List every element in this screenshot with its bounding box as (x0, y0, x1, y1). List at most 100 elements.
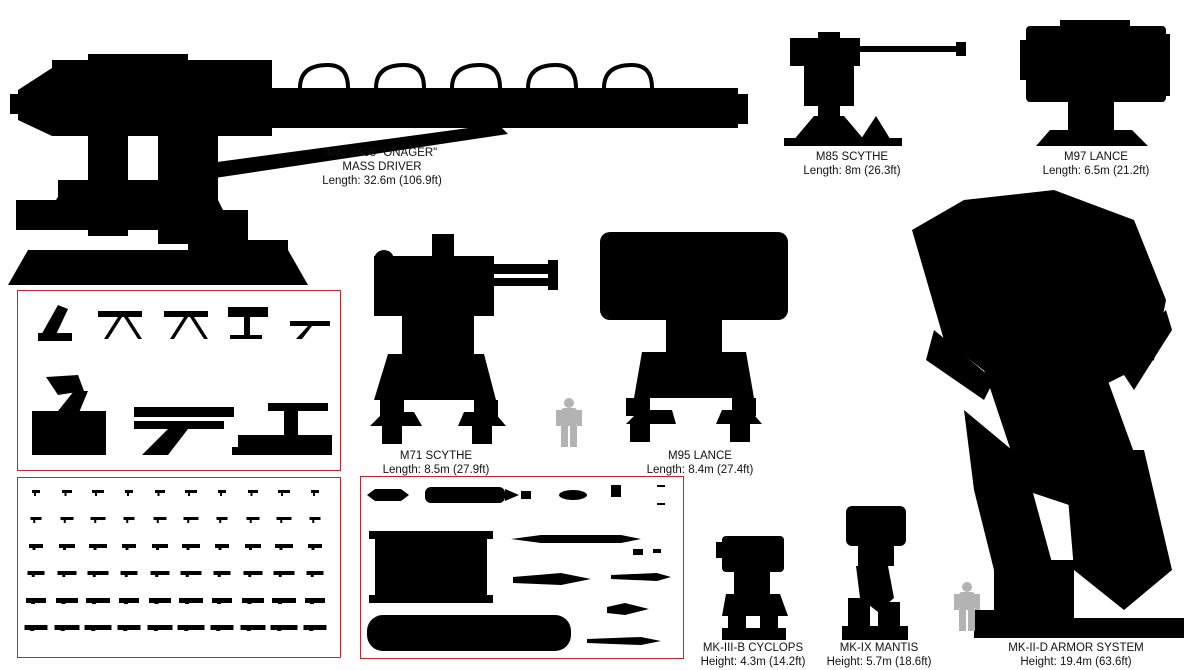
m71-name: M71 SCYTHE (399, 450, 473, 462)
weapon-silhouette (270, 625, 298, 631)
weapon-silhouette (59, 544, 75, 550)
weapon-silhouette (278, 490, 290, 496)
weapon-silhouette (54, 625, 80, 631)
munition-panel (360, 476, 684, 659)
cyclops-silhouette (716, 536, 788, 640)
m95-caption: M95 LANCE Length: 8.4m (27.4ft) (636, 449, 764, 477)
weapon-silhouette (213, 571, 231, 577)
weapon-silhouette (180, 571, 202, 577)
onager-stat-value: 32.6m (106.9ft) (363, 175, 442, 187)
weapon-silhouette (248, 490, 258, 496)
weapon-silhouette (311, 490, 319, 496)
weapon-silhouette (185, 490, 197, 496)
m97-silhouette (1020, 20, 1170, 146)
weapon-silhouette (183, 517, 199, 523)
m85-stat-value: 8m (26.3ft) (844, 165, 901, 177)
weapon-silhouette (179, 598, 203, 604)
m95-name: M95 LANCE (668, 450, 732, 462)
weapon-panel (17, 477, 341, 658)
weapon-silhouette (56, 598, 78, 604)
weapon-silhouette (89, 544, 107, 550)
cyclops-caption: MK-III-B CYCLOPS Height: 4.3m (14.2ft) (688, 641, 818, 669)
weapon-silhouette (242, 598, 264, 604)
m97-name: M97 LANCE (1064, 151, 1128, 163)
human-scale-icon (954, 582, 980, 631)
m85-stat-label: Length: (803, 165, 842, 177)
mantis-name: MK-IX MANTIS (839, 642, 919, 654)
weapon-silhouette (120, 571, 138, 577)
weapon-silhouette (182, 544, 200, 550)
onager-name2: MASS DRIVER (342, 161, 422, 173)
weapon-silhouette (276, 517, 292, 523)
weapon-silhouette (273, 571, 295, 577)
weapon-silhouette (275, 544, 293, 550)
m95-silhouette (600, 232, 788, 442)
mantis-silhouette (842, 506, 908, 640)
m97-stat-value: 6.5m (21.2ft) (1084, 165, 1150, 177)
armor-stat-label: Height: (1020, 656, 1057, 668)
m71-caption: M71 SCYTHE Length: 8.5m (27.9ft) (372, 449, 500, 477)
mantis-stat-value: 5.7m (18.6ft) (866, 656, 932, 668)
weapon-silhouette (210, 625, 234, 631)
munition-icons (367, 485, 671, 651)
weapon-silhouette (218, 490, 226, 496)
m85-name: M85 SCYTHE (815, 151, 889, 163)
human-scale-icon (556, 398, 582, 447)
weapon-silhouette (30, 517, 42, 523)
weapon-silhouette (90, 517, 106, 523)
m71-silhouette (370, 234, 558, 444)
onager-name: MK. 2488 "ONAGER" (326, 147, 438, 159)
mantis-stat-label: Height: (826, 656, 864, 668)
weapon-silhouette (240, 625, 266, 631)
weapon-silhouette (117, 625, 141, 631)
weapon-silhouette (87, 571, 109, 577)
weapon-silhouette (84, 625, 112, 631)
weapon-silhouette (152, 544, 168, 550)
turret-icons (32, 305, 332, 455)
weapon-silhouette (122, 544, 136, 550)
weapon-silhouette (62, 490, 72, 496)
m85-silhouette (784, 32, 966, 146)
weapon-silhouette (57, 571, 77, 577)
weapon-silhouette (60, 517, 74, 523)
weapon-silhouette (153, 517, 167, 523)
weapon-silhouette (125, 490, 133, 496)
onager-silhouette (8, 54, 748, 285)
onager-stat-label: Length: (322, 175, 361, 187)
weapon-silhouette (272, 598, 296, 604)
weapon-silhouette (26, 598, 46, 604)
onager-caption: MK. 2488 "ONAGER" MASS DRIVER Length: 32… (312, 146, 452, 188)
m85-caption: M85 SCYTHE Length: 8m (26.3ft) (792, 150, 912, 178)
m71-stat-label: Length: (382, 464, 421, 476)
weapon-icons (24, 490, 327, 631)
weapon-silhouette (92, 490, 104, 496)
armor-stat-value: 19.4m (63.6ft) (1060, 656, 1132, 668)
weapon-silhouette (155, 490, 165, 496)
weapon-silhouette (303, 625, 327, 631)
weapon-silhouette (150, 571, 170, 577)
mantis-caption: MK-IX MANTIS Height: 5.7m (18.6ft) (814, 641, 944, 669)
weapon-silhouette (149, 598, 171, 604)
cyclops-stat-value: 4.3m (14.2ft) (740, 656, 806, 668)
weapon-silhouette (243, 571, 263, 577)
armor-name: MK-II-D ARMOR SYSTEM (1008, 642, 1144, 654)
weapon-silhouette (147, 625, 173, 631)
weapon-silhouette (119, 598, 139, 604)
m95-stat-value: 8.4m (27.4ft) (688, 464, 754, 476)
weapon-silhouette (216, 517, 228, 523)
m97-stat-label: Length: (1042, 165, 1081, 177)
weapon-silhouette (177, 625, 205, 631)
weapon-silhouette (32, 490, 40, 496)
armor-system-silhouette (912, 190, 1184, 638)
m71-stat-value: 8.5m (27.9ft) (424, 464, 490, 476)
weapon-silhouette (246, 517, 260, 523)
armor-caption: MK-II-D ARMOR SYSTEM Height: 19.4m (63.6… (996, 641, 1156, 669)
m97-caption: M97 LANCE Length: 6.5m (21.2ft) (1036, 150, 1156, 178)
weapon-silhouette (29, 544, 43, 550)
weapon-silhouette (245, 544, 261, 550)
weapon-silhouette (308, 544, 322, 550)
weapon-silhouette (212, 598, 232, 604)
weapon-silhouette (215, 544, 229, 550)
m95-stat-label: Length: (646, 464, 685, 476)
